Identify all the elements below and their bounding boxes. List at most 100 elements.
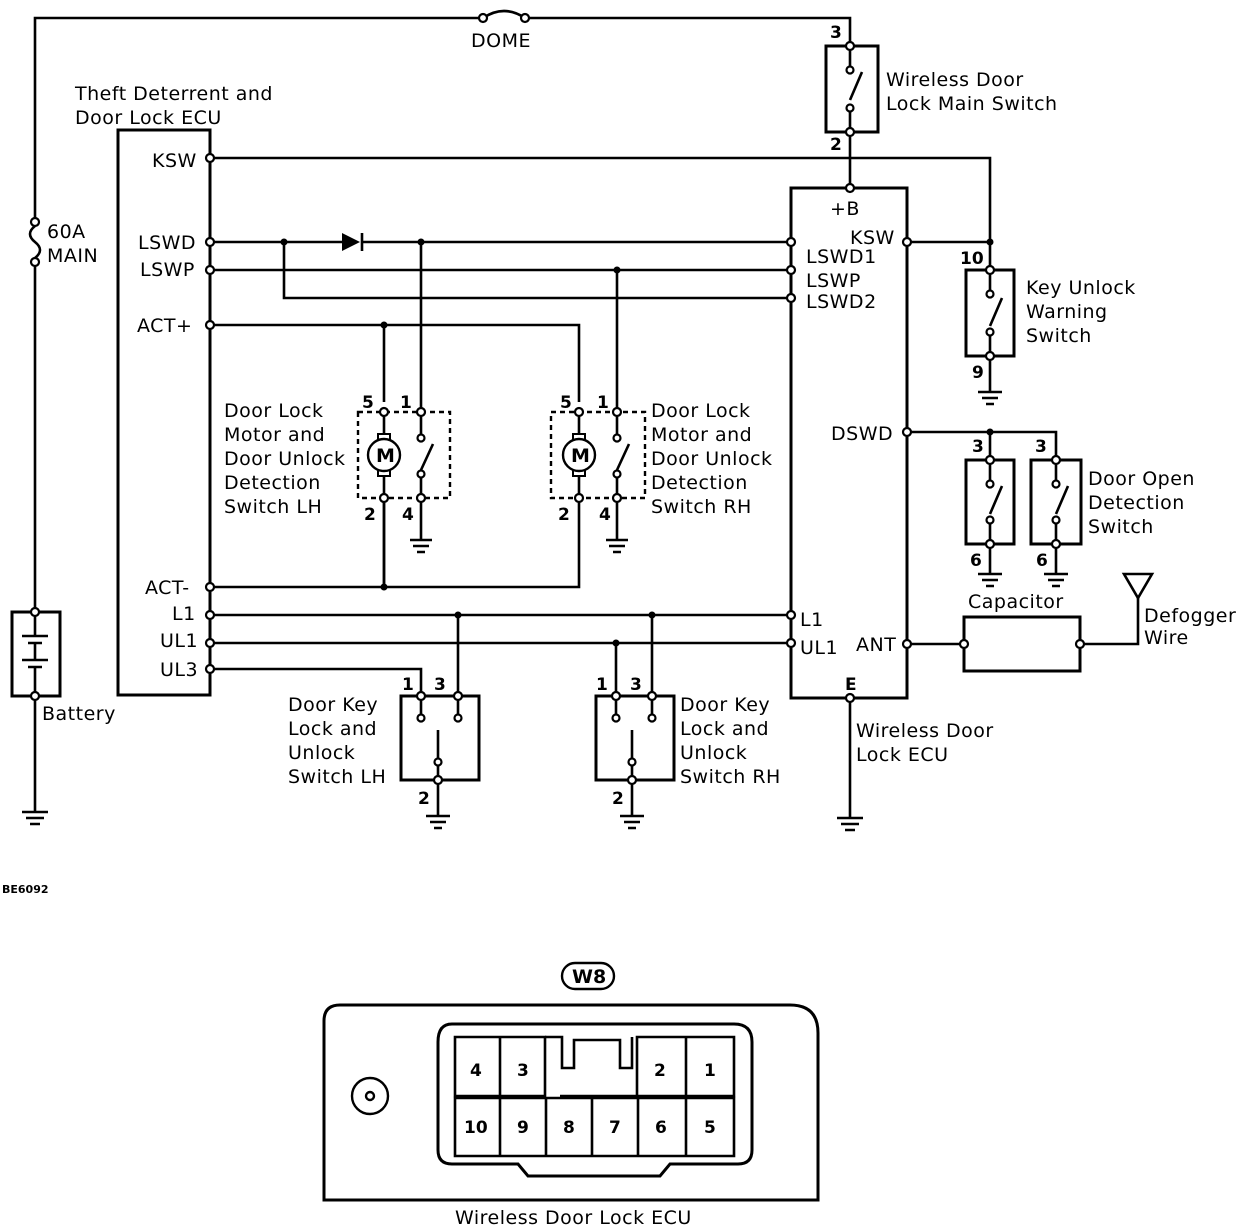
wecu-label-line1: Wireless Door: [856, 720, 994, 742]
door-key-switch-lh: 1 3 2 Door Key Lock and Unlock Switch LH: [288, 675, 481, 830]
ecu-pin-ksw: KSW: [152, 150, 197, 172]
wecu-pin-e: E: [845, 675, 857, 695]
rh-motor-pin-5: 5: [560, 393, 572, 413]
connector-pin-3: 3: [517, 1061, 529, 1081]
connector-w8: W8 4 3 2 1 10 9 8 7 6 5 Wireless Door Lo…: [322, 961, 820, 1229]
do2-pin-top: 3: [1035, 437, 1047, 457]
ecu-pin-lswp: LSWP: [140, 259, 195, 281]
do1-pin-bot: 6: [970, 551, 982, 571]
connector-pin-1: 1: [704, 1061, 716, 1081]
rh-switch-pin-1: 1: [597, 393, 609, 413]
capacitor-label: Capacitor: [968, 591, 1064, 613]
klh-pin-3: 3: [434, 675, 446, 695]
figure-code: BE6092: [2, 883, 49, 896]
wecu-pin-dswd: DSWD: [831, 423, 893, 445]
door-open-label2: Detection: [1088, 492, 1185, 514]
wecu-label-line2: Lock ECU: [856, 744, 949, 766]
motor-lh-label1: Door Lock: [224, 400, 324, 422]
motor-rh-label2: Motor and: [651, 424, 752, 446]
klh-label3: Unlock: [288, 742, 355, 764]
key-unlock-warning-switch: 10 9 Key Unlock Warning Switch: [960, 249, 1136, 406]
motor-rh-m: M: [571, 445, 590, 467]
ecu-pin-ul3: UL3: [160, 659, 198, 681]
ecu-title-line2: Door Lock ECU: [75, 107, 222, 129]
wecu-pin-lswd2: LSWD2: [806, 291, 877, 313]
wecu-pin-ul1: UL1: [800, 637, 838, 659]
motor-lh-m: M: [376, 445, 395, 467]
krh-pin-2: 2: [612, 789, 624, 809]
battery-label: Battery: [42, 703, 116, 725]
signal-wires: [204, 152, 1058, 704]
kuw-pin-bot: 9: [972, 363, 984, 383]
lh-motor-pin-2: 2: [364, 505, 376, 525]
krh-pin-3: 3: [630, 675, 642, 695]
ecu-pin-act-plus: ACT+: [137, 315, 192, 337]
main-switch-pin-bot: 2: [830, 135, 842, 155]
do1-pin-top: 3: [972, 437, 984, 457]
wecu-pin-b: +B: [830, 198, 860, 220]
wecu-pin-ksw: KSW: [850, 227, 895, 249]
motor-lh-label3: Door Unlock: [224, 448, 346, 470]
klh-pin-1: 1: [402, 675, 414, 695]
wireless-main-switch: 3 2 Wireless Door Lock Main Switch: [824, 23, 1058, 194]
door-key-switch-rh: 1 3 2 Door Key Lock and Unlock Switch RH: [594, 675, 781, 830]
rh-switch-pin-4: 4: [599, 505, 611, 525]
main-switch-label2: Lock Main Switch: [886, 93, 1058, 115]
battery: Battery: [10, 606, 116, 826]
motor-rh-label5: Switch RH: [651, 496, 752, 518]
kuw-label3: Switch: [1026, 325, 1092, 347]
wireless-door-lock-ecu: +B KSW LSWD1 LSWP LSWD2 DSWD L1 UL1 ANT …: [789, 186, 994, 832]
main-fuse-rating: 60A: [47, 221, 86, 243]
wecu-pin-l1: L1: [800, 609, 824, 631]
kuw-label2: Warning: [1026, 301, 1108, 323]
dome-circuit: DOME: [33, 9, 852, 612]
main-fuse-name: MAIN: [47, 245, 98, 267]
connector-pin-6: 6: [655, 1118, 667, 1138]
defogger-label1: Defogger: [1144, 605, 1236, 627]
klh-pin-2: 2: [418, 789, 430, 809]
ecu-pin-ul1: UL1: [160, 630, 198, 652]
ecu-pin-lswd: LSWD: [138, 232, 196, 254]
connector-pin-4: 4: [470, 1061, 482, 1081]
main-switch-label1: Wireless Door: [886, 69, 1024, 91]
connector-pin-10: 10: [464, 1118, 488, 1138]
door-lock-motor-lh: M 5 1 2 4 Door Lock Motor and Door Unloc…: [224, 393, 452, 587]
ecu-title-line1: Theft Deterrent and: [74, 83, 273, 105]
krh-label2: Lock and: [680, 718, 769, 740]
connector-pin-7: 7: [609, 1118, 621, 1138]
klh-label1: Door Key: [288, 694, 378, 716]
lh-switch-pin-1: 1: [400, 393, 412, 413]
wecu-pin-lswp: LSWP: [806, 270, 861, 292]
connector-pin-5: 5: [704, 1118, 716, 1138]
motor-rh-label1: Door Lock: [651, 400, 751, 422]
door-open-label1: Door Open: [1088, 468, 1195, 490]
krh-label1: Door Key: [680, 694, 770, 716]
door-open-label3: Switch: [1088, 516, 1154, 538]
motor-lh-label2: Motor and: [224, 424, 325, 446]
door-lock-motor-rh: M 5 1 2 4 Door Lock Motor and Door Unloc…: [549, 393, 773, 554]
kuw-pin-top: 10: [960, 249, 984, 269]
krh-label4: Switch RH: [680, 766, 781, 788]
motor-rh-label3: Door Unlock: [651, 448, 773, 470]
lh-switch-pin-4: 4: [402, 505, 414, 525]
connector-pin-2: 2: [654, 1061, 666, 1081]
connector-pin-8: 8: [563, 1118, 575, 1138]
main-fuse: 60A MAIN: [28, 216, 98, 268]
klh-label4: Switch LH: [288, 766, 386, 788]
capacitor-defogger: Capacitor Defogger Wire: [958, 572, 1236, 673]
motor-lh-label4: Detection: [224, 472, 321, 494]
klh-label2: Lock and: [288, 718, 377, 740]
krh-label3: Unlock: [680, 742, 747, 764]
main-switch-pin-top: 3: [830, 23, 842, 43]
kuw-label1: Key Unlock: [1026, 277, 1136, 299]
krh-pin-1: 1: [596, 675, 608, 695]
ecu-pin-l1: L1: [172, 603, 196, 625]
rh-motor-pin-2: 2: [558, 505, 570, 525]
motor-lh-label5: Switch LH: [224, 496, 322, 518]
do2-pin-bot: 6: [1036, 551, 1048, 571]
dome-fuse-label: DOME: [471, 30, 531, 52]
lh-motor-pin-5: 5: [362, 393, 374, 413]
motor-rh-label4: Detection: [651, 472, 748, 494]
wecu-pin-ant: ANT: [856, 634, 896, 656]
